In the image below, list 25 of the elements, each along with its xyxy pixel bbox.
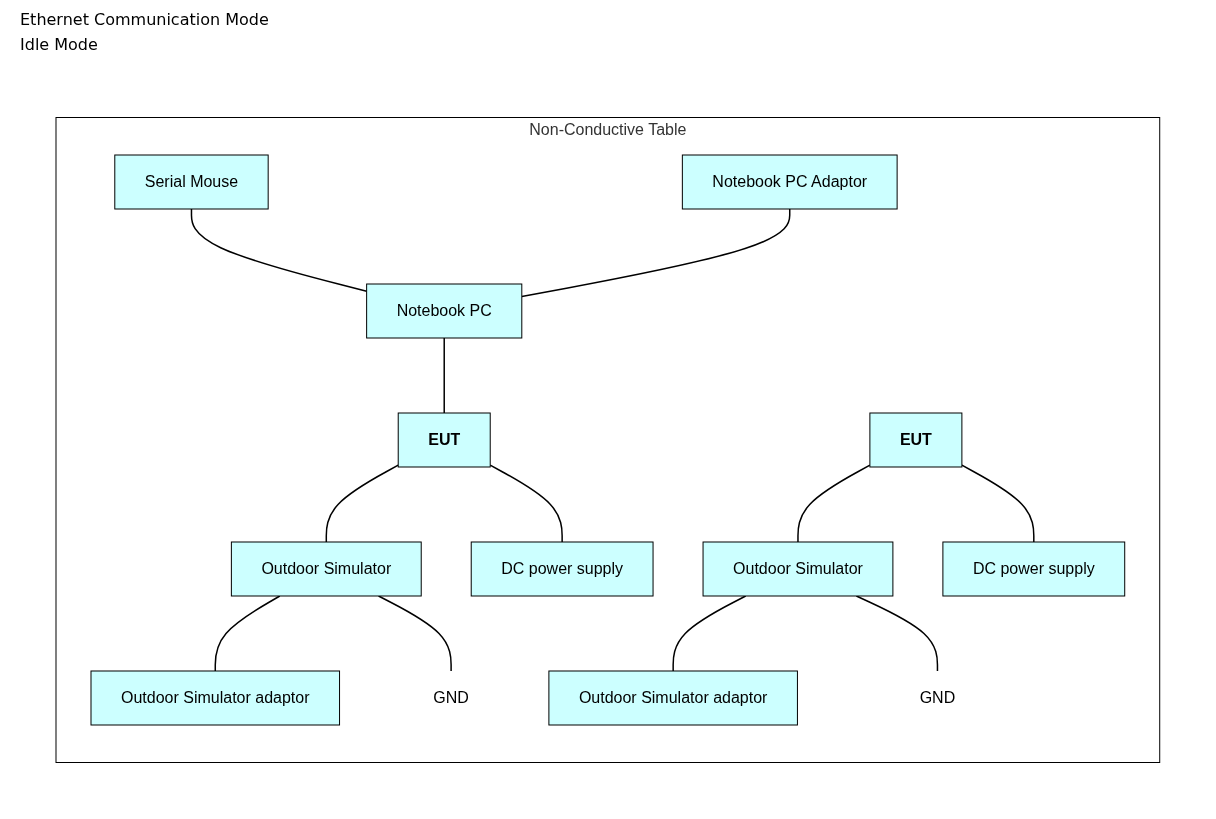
section-heading: Idle Mode — [20, 35, 99, 54]
node-box: Serial Mouse — [114, 154, 269, 210]
node-box: DC power supply — [470, 541, 654, 597]
connector — [443, 337, 446, 414]
node-box: Outdoor Simulator — [702, 541, 894, 597]
node-text: GND — [919, 689, 956, 706]
node-box: DC power supply — [942, 541, 1126, 597]
node-box: Outdoor Simulator — [231, 541, 422, 597]
connector — [325, 464, 400, 543]
connector — [672, 595, 747, 672]
section-heading: Ethernet Communication Mode — [20, 10, 269, 29]
node-box: Notebook PC — [366, 283, 523, 339]
connector — [961, 464, 1035, 543]
connector — [214, 595, 281, 672]
connector — [489, 464, 564, 543]
node-box: Outdoor Simulator adaptor — [90, 670, 341, 726]
node-box: EUT — [869, 412, 963, 468]
connector — [190, 208, 368, 292]
node-box: Outdoor Simulator adaptor — [548, 670, 799, 726]
node-box: Notebook PC Adaptor — [682, 154, 898, 210]
node-box: EUT — [397, 412, 491, 468]
connector — [797, 464, 871, 543]
connector — [521, 208, 791, 298]
node-text: GND — [433, 689, 470, 706]
connector — [377, 595, 452, 672]
